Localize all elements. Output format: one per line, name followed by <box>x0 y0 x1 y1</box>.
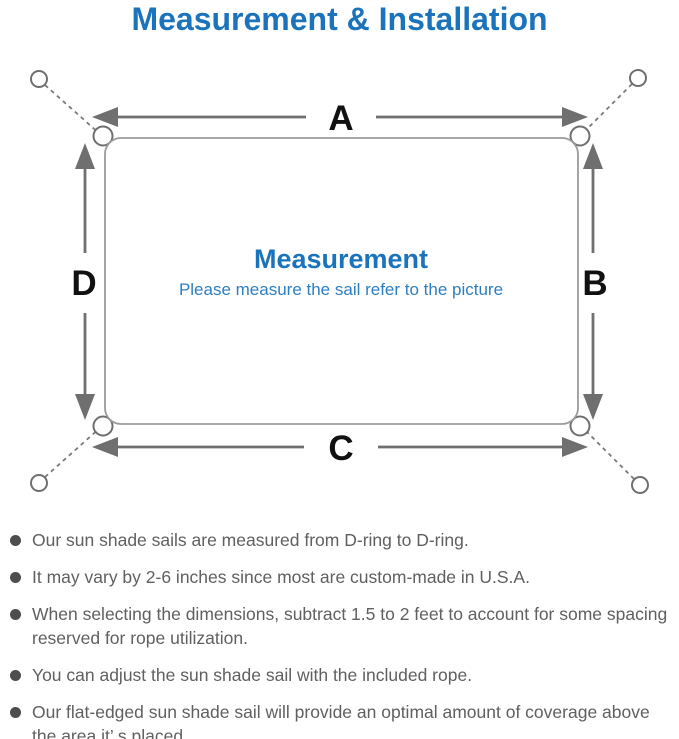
anchor-point-top-left <box>30 70 48 88</box>
dimension-arrow-d <box>75 143 95 420</box>
d-ring-top-left <box>92 125 114 147</box>
page-title: Measurement & Installation <box>131 1 548 37</box>
note-text: Our sun shade sails are measured from D-… <box>32 530 469 550</box>
d-ring-bottom-right <box>569 415 591 437</box>
bullet-dot-icon <box>10 707 21 718</box>
d-ring-top-right <box>569 125 591 147</box>
measurement-diagram: A B C D <box>30 69 649 494</box>
dimension-arrow-c <box>92 437 588 457</box>
rope-line-bottom-left <box>44 426 102 478</box>
note-text: When selecting the dimensions, subtract … <box>32 604 668 648</box>
note-text: You can adjust the sun shade sail with t… <box>32 665 473 685</box>
anchor-point-bottom-left <box>30 474 48 492</box>
sail-caption-title: Measurement <box>253 244 429 274</box>
list-item: When selecting the dimensions, subtract … <box>8 602 673 650</box>
dimension-label-d: D <box>71 264 96 303</box>
list-item: Our sun shade sails are measured from D-… <box>8 528 673 552</box>
note-text: Our flat-edged sun shade sail will provi… <box>32 702 650 739</box>
rope-line-top-left <box>44 84 102 136</box>
anchor-point-top-right <box>629 69 647 87</box>
dimension-label-c: C <box>328 429 353 468</box>
bullet-dot-icon <box>10 535 21 546</box>
sail-caption-subtitle: Please measure the sail refer to the pic… <box>178 280 504 299</box>
dimension-arrow-b <box>583 143 603 420</box>
rope-line-top-right <box>580 83 633 136</box>
dimension-label-a: A <box>328 99 353 138</box>
list-item: It may vary by 2-6 inches since most are… <box>8 565 673 589</box>
list-item: You can adjust the sun shade sail with t… <box>8 663 673 687</box>
list-item: Our flat-edged sun shade sail will provi… <box>8 700 673 739</box>
anchor-point-bottom-right <box>631 476 649 494</box>
bullet-dot-icon <box>10 670 21 681</box>
sail-outline <box>104 137 579 425</box>
rope-line-bottom-right <box>581 426 635 480</box>
notes-list: Our sun shade sails are measured from D-… <box>8 528 673 739</box>
sail-caption: Measurement Please measure the sail refe… <box>102 244 580 300</box>
dimension-label-b: B <box>582 264 607 303</box>
note-text: It may vary by 2-6 inches since most are… <box>32 567 530 587</box>
dimension-arrow-a <box>92 107 588 127</box>
bullet-dot-icon <box>10 572 21 583</box>
d-ring-bottom-left <box>92 415 114 437</box>
bullet-dot-icon <box>10 609 21 620</box>
